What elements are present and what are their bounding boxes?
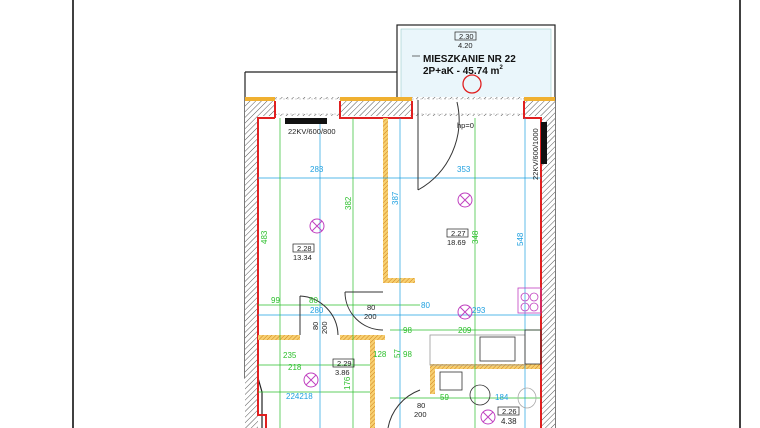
svg-text:128: 128 [373,350,387,359]
room-2-27: 2.27 18.69 [446,228,469,247]
svg-text:3.86: 3.86 [335,368,350,377]
apartment-title: MIESZKANIE NR 22 [423,54,516,65]
svg-text:209: 209 [458,326,472,335]
svg-text:2.28: 2.28 [297,244,312,253]
dimension-lines [258,118,541,428]
kitchen-fixtures [429,287,542,409]
svg-text:4.38: 4.38 [501,417,517,426]
svg-text:353: 353 [457,165,471,174]
dimension-labels: 283 353 483 382 387 548 348 99 80 80 280… [260,165,525,419]
svg-text:2.30: 2.30 [459,32,474,41]
svg-text:293: 293 [472,306,486,315]
room-2-29: 2.29 3.86 [332,358,355,377]
socket-marker-icon [462,74,482,94]
svg-text:4.20: 4.20 [458,41,473,50]
svg-text:280: 280 [310,306,324,315]
svg-text:80: 80 [367,303,375,312]
svg-text:2.26: 2.26 [502,407,517,416]
inner-wall-line [257,101,542,428]
svg-text:387: 387 [391,191,400,205]
room-2-26: 2.26 4.38 [497,406,520,426]
ceiling-light-icon [457,304,473,320]
exterior-walls [245,97,555,428]
svg-text:18.69: 18.69 [447,238,466,247]
svg-text:59: 59 [440,393,449,402]
radiator-left [285,118,327,124]
svg-text:218: 218 [288,363,302,372]
svg-text:2.29: 2.29 [337,359,352,368]
room-2-28: 2.28 13.34 [292,243,315,262]
svg-text:548: 548 [516,232,525,246]
room-2-30: 2.30 4.20 [454,31,477,50]
svg-text:2.27: 2.27 [451,229,466,238]
svg-text:235: 235 [283,351,297,360]
svg-text:80: 80 [417,401,425,410]
svg-text:184: 184 [495,393,509,402]
svg-text:224218: 224218 [286,392,313,401]
svg-text:98: 98 [403,326,412,335]
svg-text:176: 176 [343,376,352,390]
svg-text:80: 80 [309,296,318,305]
svg-text:200: 200 [320,321,329,334]
svg-text:348: 348 [471,230,480,244]
radiator-right [541,122,547,164]
svg-text:13.34: 13.34 [293,253,312,262]
svg-text:80: 80 [311,322,320,330]
svg-text:483: 483 [260,230,269,244]
svg-text:200: 200 [364,312,377,321]
svg-text:57: 57 [393,349,402,358]
svg-text:200: 200 [414,410,427,419]
apartment-subtitle: 2P+aK - 45.74 m2 [423,65,503,77]
svg-text:98: 98 [403,350,412,359]
radiator-right-label: 22KV/600/1000 [531,128,540,180]
ceiling-light-icon [457,192,473,208]
door-height-label: hp=0 [457,121,474,130]
svg-text:99: 99 [271,296,280,305]
svg-text:382: 382 [344,196,353,210]
svg-text:80: 80 [421,301,430,310]
svg-text:283: 283 [310,165,324,174]
ceiling-light-icon [480,409,496,425]
doors [299,100,460,428]
ceiling-light-icon [303,372,319,388]
radiator-left-label: 22KV/600/800 [288,127,336,136]
partitions [258,118,540,428]
ceiling-light-icon [309,218,325,234]
light-fixtures [303,74,496,425]
